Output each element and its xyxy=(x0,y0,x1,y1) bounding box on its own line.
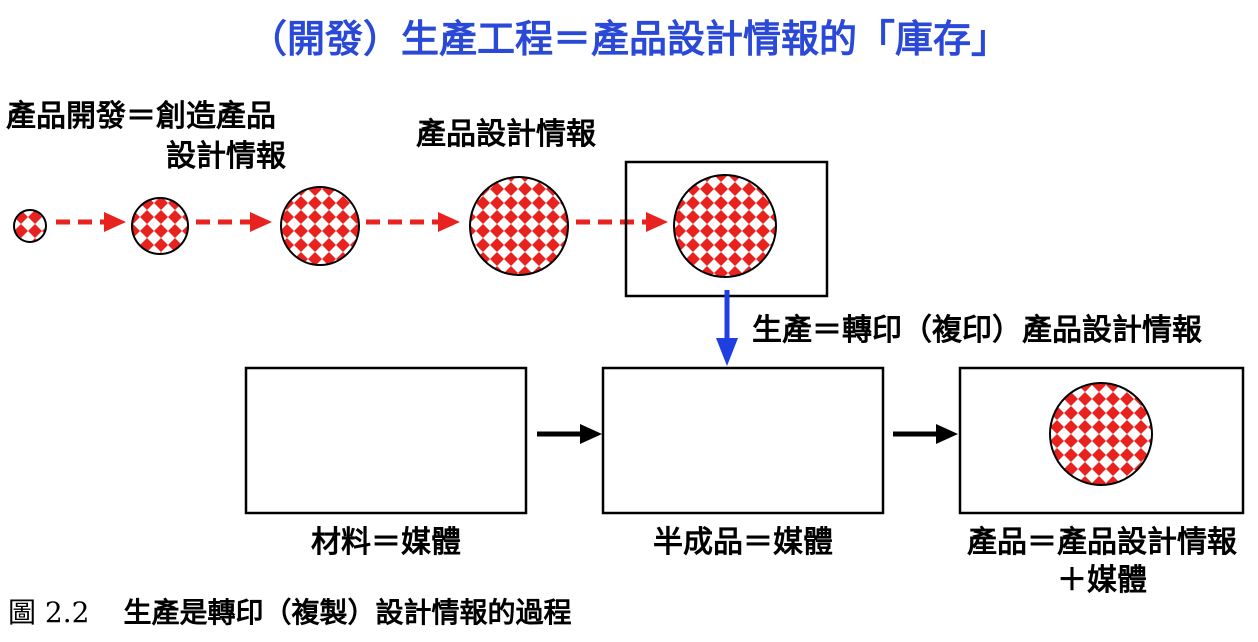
product-box xyxy=(958,366,1245,515)
figure-number: 圖 2.2 xyxy=(8,596,90,629)
info-circle-5 xyxy=(673,174,777,278)
figure-title: （開發）生產工程＝產品設計情報的「庫存」 xyxy=(248,16,1009,61)
production-arrow xyxy=(716,290,738,366)
semi-product-box xyxy=(601,366,885,515)
info-circle-2 xyxy=(131,197,189,255)
production-label: 生產＝轉印（複印）產品設計情報 xyxy=(752,313,1202,348)
dashed-arrow-3 xyxy=(366,212,460,232)
design-info-label: 產品設計情報 xyxy=(416,117,596,152)
info-circle-1 xyxy=(13,209,47,243)
info-circle-3 xyxy=(280,186,360,266)
dashed-arrow-4 xyxy=(576,212,668,232)
dev-label-line1: 產品開發＝創造產品 xyxy=(6,99,276,134)
dashed-arrow-1 xyxy=(56,212,126,232)
figure-caption-text: 生產是轉印（複製）設計情報的過程 xyxy=(123,596,572,629)
material-label: 材料＝媒體 xyxy=(311,525,461,560)
flow-arrow-1 xyxy=(537,424,602,444)
semi-product-label: 半成品＝媒體 xyxy=(653,525,833,560)
figure-caption: 圖 2.2 生產是轉印（複製）設計情報的過程 xyxy=(8,594,571,632)
product-label-line1: 產品＝產品設計情報 xyxy=(967,525,1237,560)
dashed-arrow-2 xyxy=(196,212,272,232)
material-box xyxy=(244,366,528,515)
flow-arrow-2 xyxy=(893,424,958,444)
info-circle-6 xyxy=(1049,382,1153,486)
product-label-line2: ＋媒體 xyxy=(1057,563,1147,598)
info-circle-4 xyxy=(469,176,569,276)
dev-label-line2: 設計情報 xyxy=(166,139,286,174)
